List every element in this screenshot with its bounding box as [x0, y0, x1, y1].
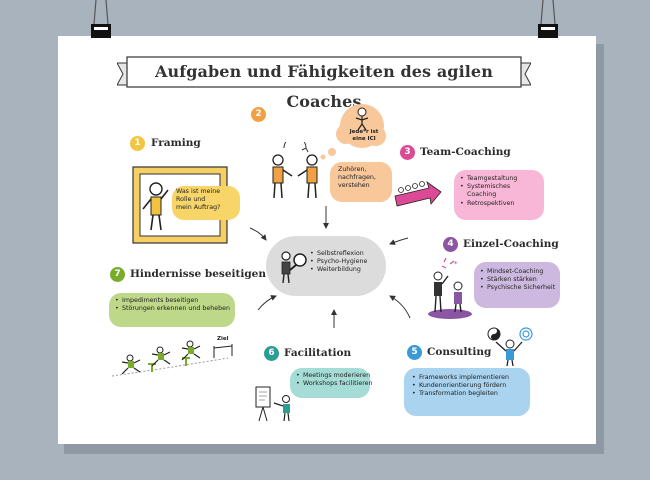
- section-title-consulting: Consulting: [427, 346, 492, 358]
- svg-text:*: *: [454, 260, 458, 268]
- listening-line: Zuhören,: [338, 166, 367, 173]
- hindernisse-bubble: Impediments beseitigen Störungen erkenne…: [109, 293, 235, 327]
- section-title-facilitation: Facilitation: [284, 347, 352, 359]
- consulting-item: Kundenorientierung fördern: [412, 382, 522, 390]
- consulting-item: Transformation begleiten: [412, 390, 522, 398]
- team-arrow-icon: [394, 180, 442, 207]
- einzel-coaching-people-icon: *: [428, 258, 472, 319]
- listening-bubble: Zuhören, nachfragen, verstehen: [330, 162, 392, 202]
- center-item: Weiterbildung: [310, 266, 380, 274]
- step-number-2: 2: [251, 107, 266, 122]
- facilitation-bubble: Meetings moderieren Workshops facilitier…: [290, 368, 373, 398]
- binder-clip-right-icon: [538, 0, 558, 38]
- section-title-einzel-coaching: Einzel-Coaching: [463, 238, 559, 250]
- center-item: Psycho-Hygiene: [310, 258, 380, 266]
- step-number-3: 3: [400, 145, 415, 160]
- section-title-hindernisse: Hindernisse beseitigen: [130, 268, 266, 280]
- facilitation-item: Workshops facilitieren: [296, 380, 373, 388]
- einzel-coaching-item: Psychische Sicherheit: [480, 284, 555, 292]
- step-number-1: 1: [130, 136, 145, 151]
- page-title: Aufgaben und Fähigkeiten des agilen Coac…: [155, 62, 493, 111]
- step-number-6: 6: [264, 346, 279, 361]
- thought-text: Jede*r ist eine ICI: [349, 129, 379, 142]
- section-title-framing: Framing: [151, 137, 201, 149]
- framing-bubble-line: Was ist meine: [176, 188, 221, 195]
- einzel-coaching-item: Mindset-Coaching: [480, 268, 554, 276]
- goal-flag-label: Ziel: [217, 336, 229, 342]
- einzel-coaching-bubble: Mindset-Coaching Stärken stärken Psychis…: [474, 262, 560, 308]
- hindernisse-item: Impediments beseitigen: [115, 297, 229, 305]
- consulting-item: Frameworks implementieren: [412, 374, 522, 382]
- step-number-7: 7: [110, 267, 125, 282]
- listening-line: verstehen: [338, 182, 370, 190]
- framing-bubble: Was ist meine Rolle und mein Auftrag?: [172, 186, 240, 220]
- consulting-bubble: Frameworks implementieren Kundenorientie…: [404, 368, 530, 416]
- runners-hurdles-icon: [111, 340, 233, 377]
- magnifier-person-icon: [281, 251, 307, 284]
- team-coaching-item: Systemisches Coaching: [460, 183, 515, 199]
- consulting-person-icon: [487, 327, 533, 366]
- facilitation-item: Meetings moderieren: [296, 372, 370, 380]
- center-list: Selbstreflexion Psycho-Hygiene Weiterbil…: [310, 250, 380, 275]
- einzel-coaching-item: Stärken stärken: [480, 276, 554, 284]
- listening-line: nachfragen,: [338, 174, 376, 182]
- section-title-team-coaching: Team-Coaching: [420, 146, 511, 158]
- flipchart-person-icon: [255, 386, 290, 422]
- team-coaching-bubble: Teamgestaltung Systemisches Coaching Ret…: [454, 170, 544, 220]
- binder-clip-left-icon: [91, 0, 111, 38]
- center-item: Selbstreflexion: [310, 250, 380, 258]
- team-coaching-item: Teamgestaltung: [460, 175, 538, 183]
- title-banner: [117, 56, 531, 88]
- team-coaching-item: Retrospektiven: [460, 200, 538, 208]
- step-number-4: 4: [443, 237, 458, 252]
- thought-cloud-icon: [320, 104, 386, 160]
- framing-bubble-line: mein Auftrag?: [176, 204, 221, 212]
- two-people-talking-icon: [272, 142, 318, 199]
- arrows-to-center: [249, 206, 411, 328]
- hindernisse-item: Störungen erkennen und beheben: [115, 305, 230, 313]
- framing-bubble-line: Rolle und: [176, 196, 206, 204]
- step-number-5: 5: [407, 345, 422, 360]
